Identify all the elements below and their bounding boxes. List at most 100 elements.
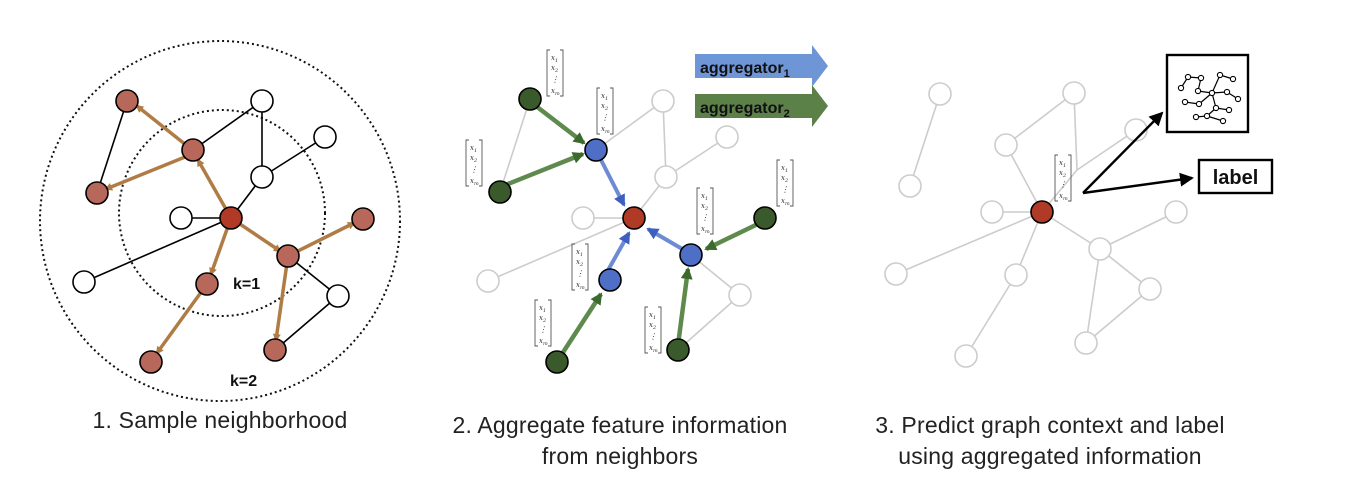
node-gray <box>954 344 978 368</box>
node-gray <box>994 133 1018 157</box>
panel1-caption: 1. Sample neighborhood <box>40 405 400 436</box>
feature-vector-entry: xm <box>470 177 479 187</box>
node-green <box>488 180 512 204</box>
node-gray <box>476 269 500 293</box>
panel3-caption-line2: using aggregated information <box>898 443 1202 469</box>
node-white <box>326 284 350 308</box>
feature-vector-entry: x2 <box>539 314 546 324</box>
node-green <box>753 206 777 230</box>
panel2-caption-line2: from neighbors <box>541 443 699 469</box>
node-gray <box>1088 237 1112 261</box>
node-white <box>72 270 96 294</box>
panel2-green-edges <box>502 101 763 359</box>
aggregator2-arrow: aggregator2 <box>695 85 828 127</box>
feature-vector-entry: xm <box>576 281 585 291</box>
feature-vector-entry: x2 <box>470 154 477 164</box>
node-gray <box>1074 331 1098 355</box>
node-gray <box>1004 263 1028 287</box>
feature-vector-entry: ⋮ <box>1059 180 1067 189</box>
feature-vector-entry: x2 <box>551 64 558 74</box>
arrow-to-graph-context <box>1082 111 1164 194</box>
node-white <box>250 89 274 113</box>
node-sampled <box>85 181 109 205</box>
feature-vector-entry: x1 <box>701 192 708 202</box>
feature-vector-entry: x1 <box>470 144 477 154</box>
panel1-caption-text: 1. Sample neighborhood <box>92 407 348 433</box>
feature-vector-entry: x2 <box>576 258 583 268</box>
graph-context-box <box>1165 53 1250 134</box>
label-box: label <box>1197 158 1274 195</box>
node-gray <box>651 89 675 113</box>
node-blue <box>679 243 703 267</box>
node-sampled <box>351 207 375 231</box>
node-white <box>313 125 337 149</box>
k2-label: k=2 <box>230 373 257 390</box>
panel3-nodes <box>884 81 1188 368</box>
node-blue <box>584 138 608 162</box>
node-sampled <box>115 89 139 113</box>
node-gray <box>1062 81 1086 105</box>
panel2-caption: 2. Aggregate feature information from ne… <box>420 410 820 472</box>
node-sampled <box>181 138 205 162</box>
node-gray <box>980 200 1004 224</box>
panel2-caption-line1: 2. Aggregate feature information <box>452 412 788 438</box>
k2-boundary-circle <box>39 40 401 402</box>
feature-vector-entry: x1 <box>551 54 558 64</box>
panel2-nodes <box>476 87 777 374</box>
feature-vector-entry: x1 <box>539 304 546 314</box>
node-gray <box>654 165 678 189</box>
feature-vector-entry: ⋮ <box>601 113 609 122</box>
node-gray <box>728 283 752 307</box>
node-white <box>169 206 193 230</box>
panel3-caption: 3. Predict graph context and label using… <box>840 410 1260 472</box>
node-blue <box>598 268 622 292</box>
panel1-edges <box>83 100 339 351</box>
feature-vector-entry: x1 <box>576 248 583 258</box>
feature-vector-entry: x2 <box>781 174 788 184</box>
svg-text:label: label <box>1213 167 1259 189</box>
node-white <box>250 165 274 189</box>
panel1-sample-neighborhood: k=1 k=2 <box>39 40 401 402</box>
node-sampled <box>263 338 287 362</box>
feature-vector-entry: ⋮ <box>649 332 657 341</box>
panel1-nodes <box>72 89 375 374</box>
feature-vector-entry: ⋮ <box>470 165 478 174</box>
panel2-blue-edges <box>597 155 686 273</box>
node-gray <box>928 82 952 106</box>
feature-vector-entry: x2 <box>701 202 708 212</box>
node-green <box>545 350 569 374</box>
node-green <box>518 87 542 111</box>
node-gray <box>884 262 908 286</box>
feature-vector-entry: x2 <box>649 321 656 331</box>
feature-vector-entry: ⋮ <box>576 269 584 278</box>
feature-vector-entry: xm <box>649 344 658 354</box>
feature-vector-entry: xm <box>539 337 548 347</box>
node-gray <box>898 174 922 198</box>
feature-vector-entry: x1 <box>781 164 788 174</box>
feature-vector-entry: xm <box>551 87 560 97</box>
feature-vector-entry: x1 <box>601 92 608 102</box>
feature-vector-entry: xm <box>601 125 610 135</box>
arrow-to-label <box>1082 172 1194 195</box>
feature-vector-entry: ⋮ <box>701 213 709 222</box>
aggregator1-arrow: aggregator1 <box>695 45 828 87</box>
feature-vector-entry: xm <box>781 197 790 207</box>
k1-boundary-circle <box>118 109 326 317</box>
node-gray <box>1164 200 1188 224</box>
feature-vector-entry: xm <box>1059 192 1068 202</box>
svg-text:aggregator1: aggregator1 <box>700 60 790 80</box>
node-sampled <box>276 244 300 268</box>
